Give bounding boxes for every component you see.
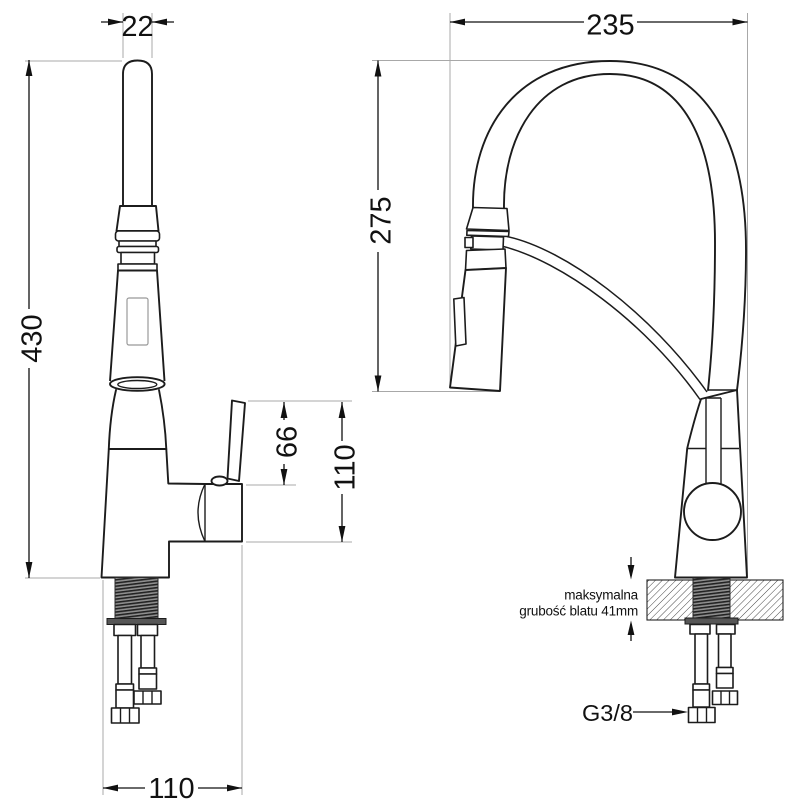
spray-button-slot [126, 297, 149, 346]
sprayhead-nub [464, 236, 474, 249]
supply-hose [117, 634, 133, 685]
handle-lever [226, 399, 246, 482]
mounting-washer-side [684, 617, 739, 625]
spray-wand [122, 59, 153, 206]
spray-head-mouth-inner [117, 379, 158, 390]
hose-hex-nut [133, 690, 162, 705]
collar-ring-lower [116, 245, 160, 254]
hose-coupling-side [692, 683, 711, 691]
counter-note-line2: grubość blatu 41mm [519, 604, 638, 619]
thread-size-label: G3/8 [582, 700, 633, 726]
hose-fitting [115, 689, 135, 709]
sprayhead-band [465, 229, 510, 238]
spout-tube-upper [506, 235, 708, 393]
sprayhead-clip [452, 296, 467, 347]
hose-hex-nut [110, 707, 140, 724]
dimensions: 22 430 66 110 110 235 275 maksymalna gru… [17, 10, 748, 800]
lever-front-view [705, 397, 722, 485]
hose-coupling [115, 683, 135, 691]
wand-collar [115, 205, 160, 232]
sprayhead-neck [469, 235, 505, 251]
mounting-nut-side [689, 623, 711, 635]
dim-spout-275: 275 [366, 196, 398, 244]
hose-fitting [138, 673, 158, 690]
threaded-shank [114, 577, 159, 619]
dim-lever-66: 66 [272, 426, 304, 458]
front-view-faucet [100, 59, 246, 724]
head-top-band [117, 263, 158, 272]
hose-fitting-side [715, 672, 734, 689]
spout-neck-left [107, 389, 117, 450]
hose-coupling-side [715, 666, 734, 675]
dim-body-110: 110 [330, 444, 362, 490]
valve-cap [197, 483, 206, 542]
spray-head-body [109, 269, 166, 382]
hose-hex-nut-side [687, 706, 716, 724]
collar-ring-upper [114, 230, 161, 242]
sprayhead-collar [465, 206, 510, 232]
dim-height-430: 430 [17, 314, 49, 362]
head-neck [120, 251, 156, 265]
dim-base-110: 110 [148, 773, 194, 800]
mounting-nut [136, 623, 159, 637]
body-joint-circle [683, 482, 742, 541]
sprayhead-top [464, 248, 507, 271]
spout-neck-right [158, 389, 168, 450]
hose-arc-inner [503, 73, 716, 391]
extension-lines [25, 13, 748, 795]
dim-reach-235: 235 [586, 10, 634, 42]
mounting-nut-side [715, 623, 736, 635]
hose-arc-outer [472, 60, 747, 391]
counter-note-line1: maksymalna [564, 588, 638, 603]
lever-pivot [210, 475, 229, 487]
side-view-faucet [449, 60, 784, 724]
supply-hose [140, 634, 156, 669]
spout-tube-lower [503, 245, 701, 400]
hose-coupling [138, 667, 158, 675]
mounting-washer [106, 618, 167, 625]
collar-groove [118, 240, 157, 248]
threaded-shank-side [692, 577, 731, 619]
mounting-nut [113, 623, 137, 637]
supply-hose-side [694, 633, 709, 685]
supply-hose-side [717, 633, 732, 669]
hose-hex-nut-side [711, 690, 739, 706]
dim-width-22: 22 [121, 11, 153, 43]
hose-fitting-side [692, 689, 711, 708]
